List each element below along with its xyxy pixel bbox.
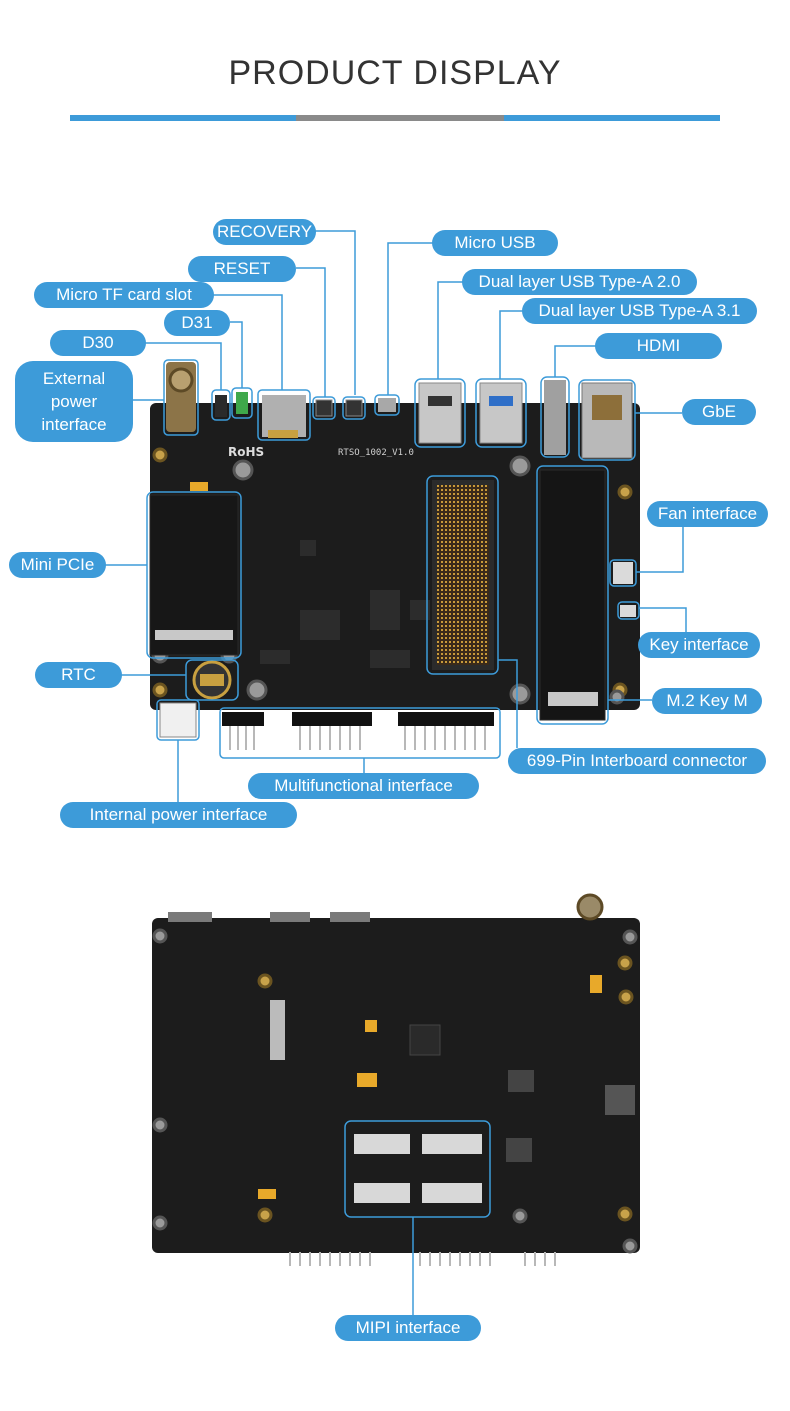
label-d31: D31 (164, 310, 230, 336)
title-underline-left (70, 115, 296, 121)
title-underline-middle (296, 115, 504, 121)
label-gbe: GbE (682, 399, 756, 425)
rohs-mark: RoHS (228, 445, 264, 459)
label-usb-type-a-2: Dual layer USB Type-A 2.0 (462, 269, 697, 295)
label-internal-power-interface: Internal power interface (60, 802, 297, 828)
label-m2-key-m: M.2 Key M (652, 688, 762, 714)
label-external-power-line3: interface (41, 415, 107, 434)
label-recovery: RECOVERY (213, 219, 316, 245)
label-hdmi: HDMI (595, 333, 722, 359)
label-d30: D30 (50, 330, 146, 356)
label-multifunctional-interface: Multifunctional interface (248, 773, 479, 799)
label-699-pin-interboard-connector: 699-Pin Interboard connector (508, 748, 766, 774)
carrier-board-bottom-view (152, 893, 640, 1266)
label-mini-pcie: Mini PCIe (9, 552, 106, 578)
label-micro-usb: Micro USB (432, 230, 558, 256)
label-external-power-interface: External power interface (15, 361, 133, 442)
label-rtc: RTC (35, 662, 122, 688)
board-silkscreen-id: RTSO_1002_V1.0 (338, 448, 414, 458)
label-reset: RESET (188, 256, 296, 282)
label-mipi-interface: MIPI interface (335, 1315, 481, 1341)
label-fan-interface: Fan interface (647, 501, 768, 527)
label-external-power-line2: power (50, 392, 98, 411)
title-underline-right (504, 115, 720, 121)
label-micro-tf-card-slot: Micro TF card slot (34, 282, 214, 308)
carrier-board-top-view: RoHS RTSO_1002_V1.0 (149, 362, 640, 750)
label-usb-type-a-3: Dual layer USB Type-A 3.1 (522, 298, 757, 324)
label-external-power-line1: External (42, 369, 106, 388)
label-key-interface: Key interface (638, 632, 760, 658)
page-title: PRODUCT DISPLAY (228, 54, 562, 92)
